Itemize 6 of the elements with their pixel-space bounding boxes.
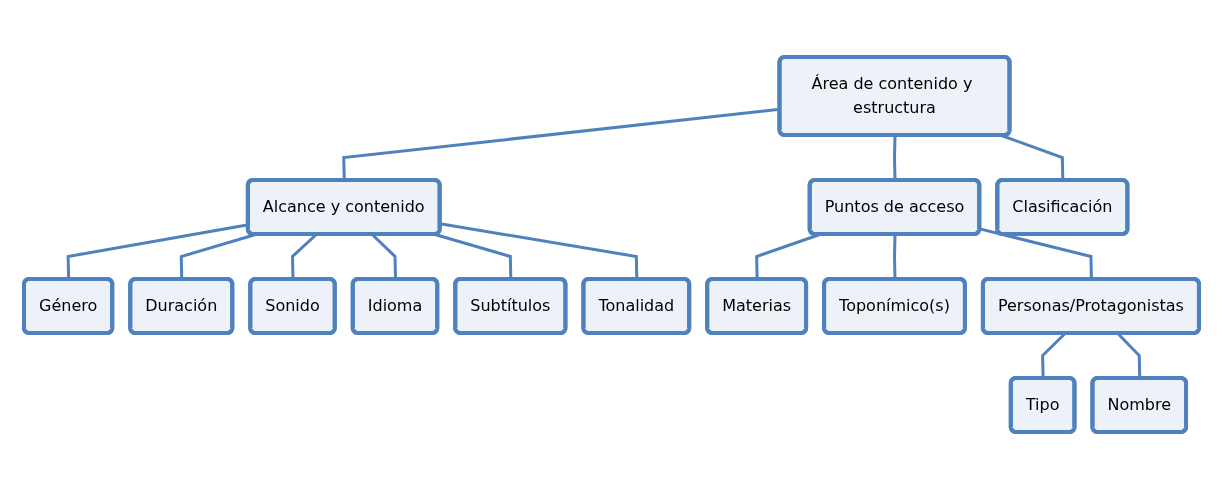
connector bbox=[892, 234, 896, 280]
connector bbox=[179, 233, 256, 280]
connector bbox=[892, 135, 896, 181]
connector bbox=[434, 233, 512, 280]
connector bbox=[754, 233, 820, 280]
connector bbox=[1000, 134, 1064, 181]
